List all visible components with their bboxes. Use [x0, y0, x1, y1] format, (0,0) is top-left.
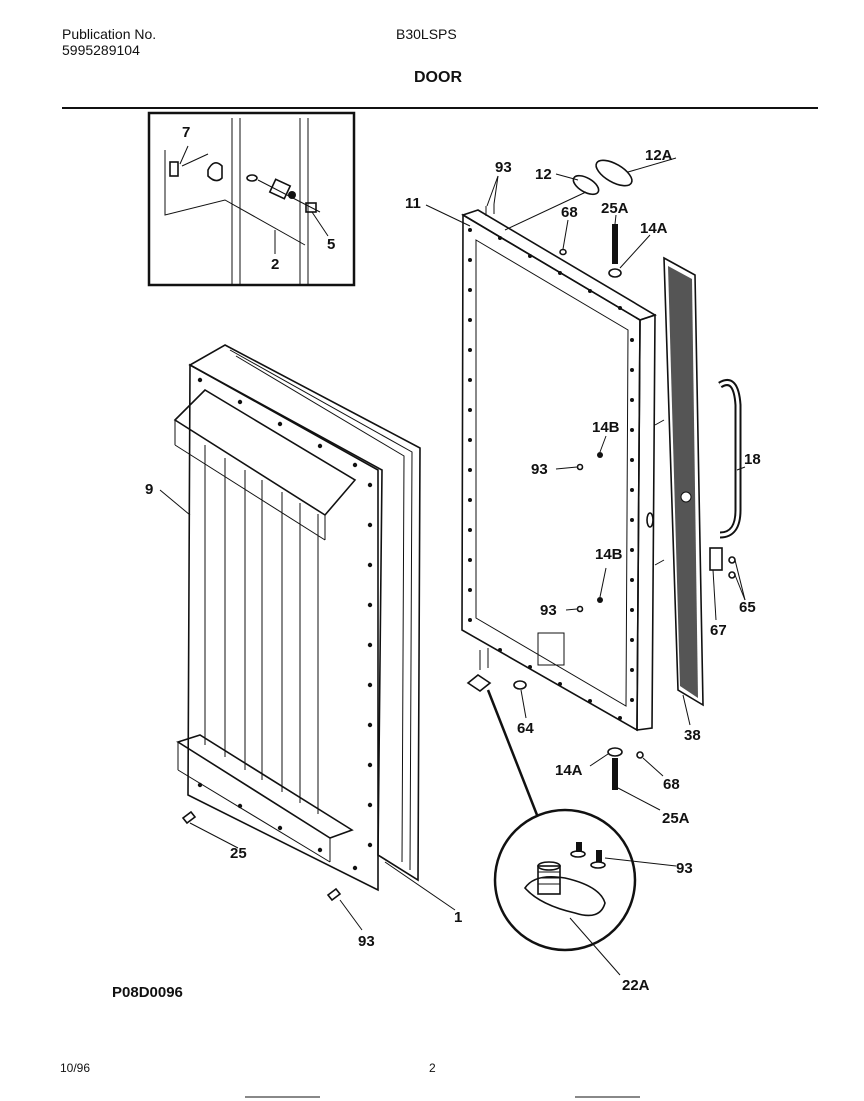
- callout-93-mid-upper: 93: [531, 461, 548, 478]
- callout-64: 64: [517, 720, 534, 737]
- callout-1: 1: [454, 909, 462, 926]
- door-handle: [718, 379, 742, 539]
- publication-number: 5995289104: [62, 42, 140, 58]
- door-liner-assembly: [173, 344, 421, 902]
- callout-67: 67: [710, 622, 727, 639]
- section-title: DOOR: [414, 69, 462, 86]
- handle-bracket: [709, 547, 736, 579]
- leader-lines: [159, 157, 746, 976]
- callout-14A-top: 14A: [640, 220, 668, 237]
- callout-2: 2: [271, 256, 279, 273]
- inset-hinge-detail: [147, 111, 356, 287]
- page-number: 2: [429, 1061, 436, 1075]
- callout-18: 18: [744, 451, 761, 468]
- figure-code: P08D0096: [112, 984, 183, 1001]
- callout-12A: 12A: [645, 147, 673, 164]
- model-number: B30LSPS: [396, 26, 457, 42]
- publication-label: Publication No.: [62, 26, 157, 42]
- revision-date: 10/96: [60, 1061, 91, 1075]
- callout-14B-lower: 14B: [595, 546, 623, 563]
- gasket-12A: [595, 159, 633, 187]
- callout-7: 7: [182, 124, 190, 141]
- callout-25A-top: 25A: [601, 200, 629, 217]
- callout-25: 25: [230, 845, 247, 862]
- callout-68-bottom: 68: [663, 776, 680, 793]
- callout-65: 65: [739, 599, 756, 616]
- callout-93-bottom-right: 93: [676, 860, 693, 877]
- hinge-pin-detail: [493, 808, 637, 952]
- callout-5: 5: [327, 236, 335, 253]
- callout-93-top: 93: [495, 159, 512, 176]
- callout-14A-bottom: 14A: [555, 762, 583, 779]
- callout-9: 9: [145, 481, 153, 498]
- inner-door-panel: [461, 204, 657, 790]
- callout-14B-upper: 14B: [592, 419, 620, 436]
- callout-68-top: 68: [561, 204, 578, 221]
- callout-11: 11: [405, 195, 421, 212]
- gasket-12: [572, 174, 600, 196]
- detail-leader: [486, 689, 539, 816]
- callout-38: 38: [684, 727, 701, 744]
- callout-93-bottom-left: 93: [358, 933, 375, 950]
- handle-trim-panel: [646, 256, 704, 707]
- callout-93-mid-lower: 93: [540, 602, 557, 619]
- callout-22A: 22A: [622, 977, 650, 994]
- callout-25A-bottom: 25A: [662, 810, 690, 827]
- callout-12: 12: [535, 166, 552, 183]
